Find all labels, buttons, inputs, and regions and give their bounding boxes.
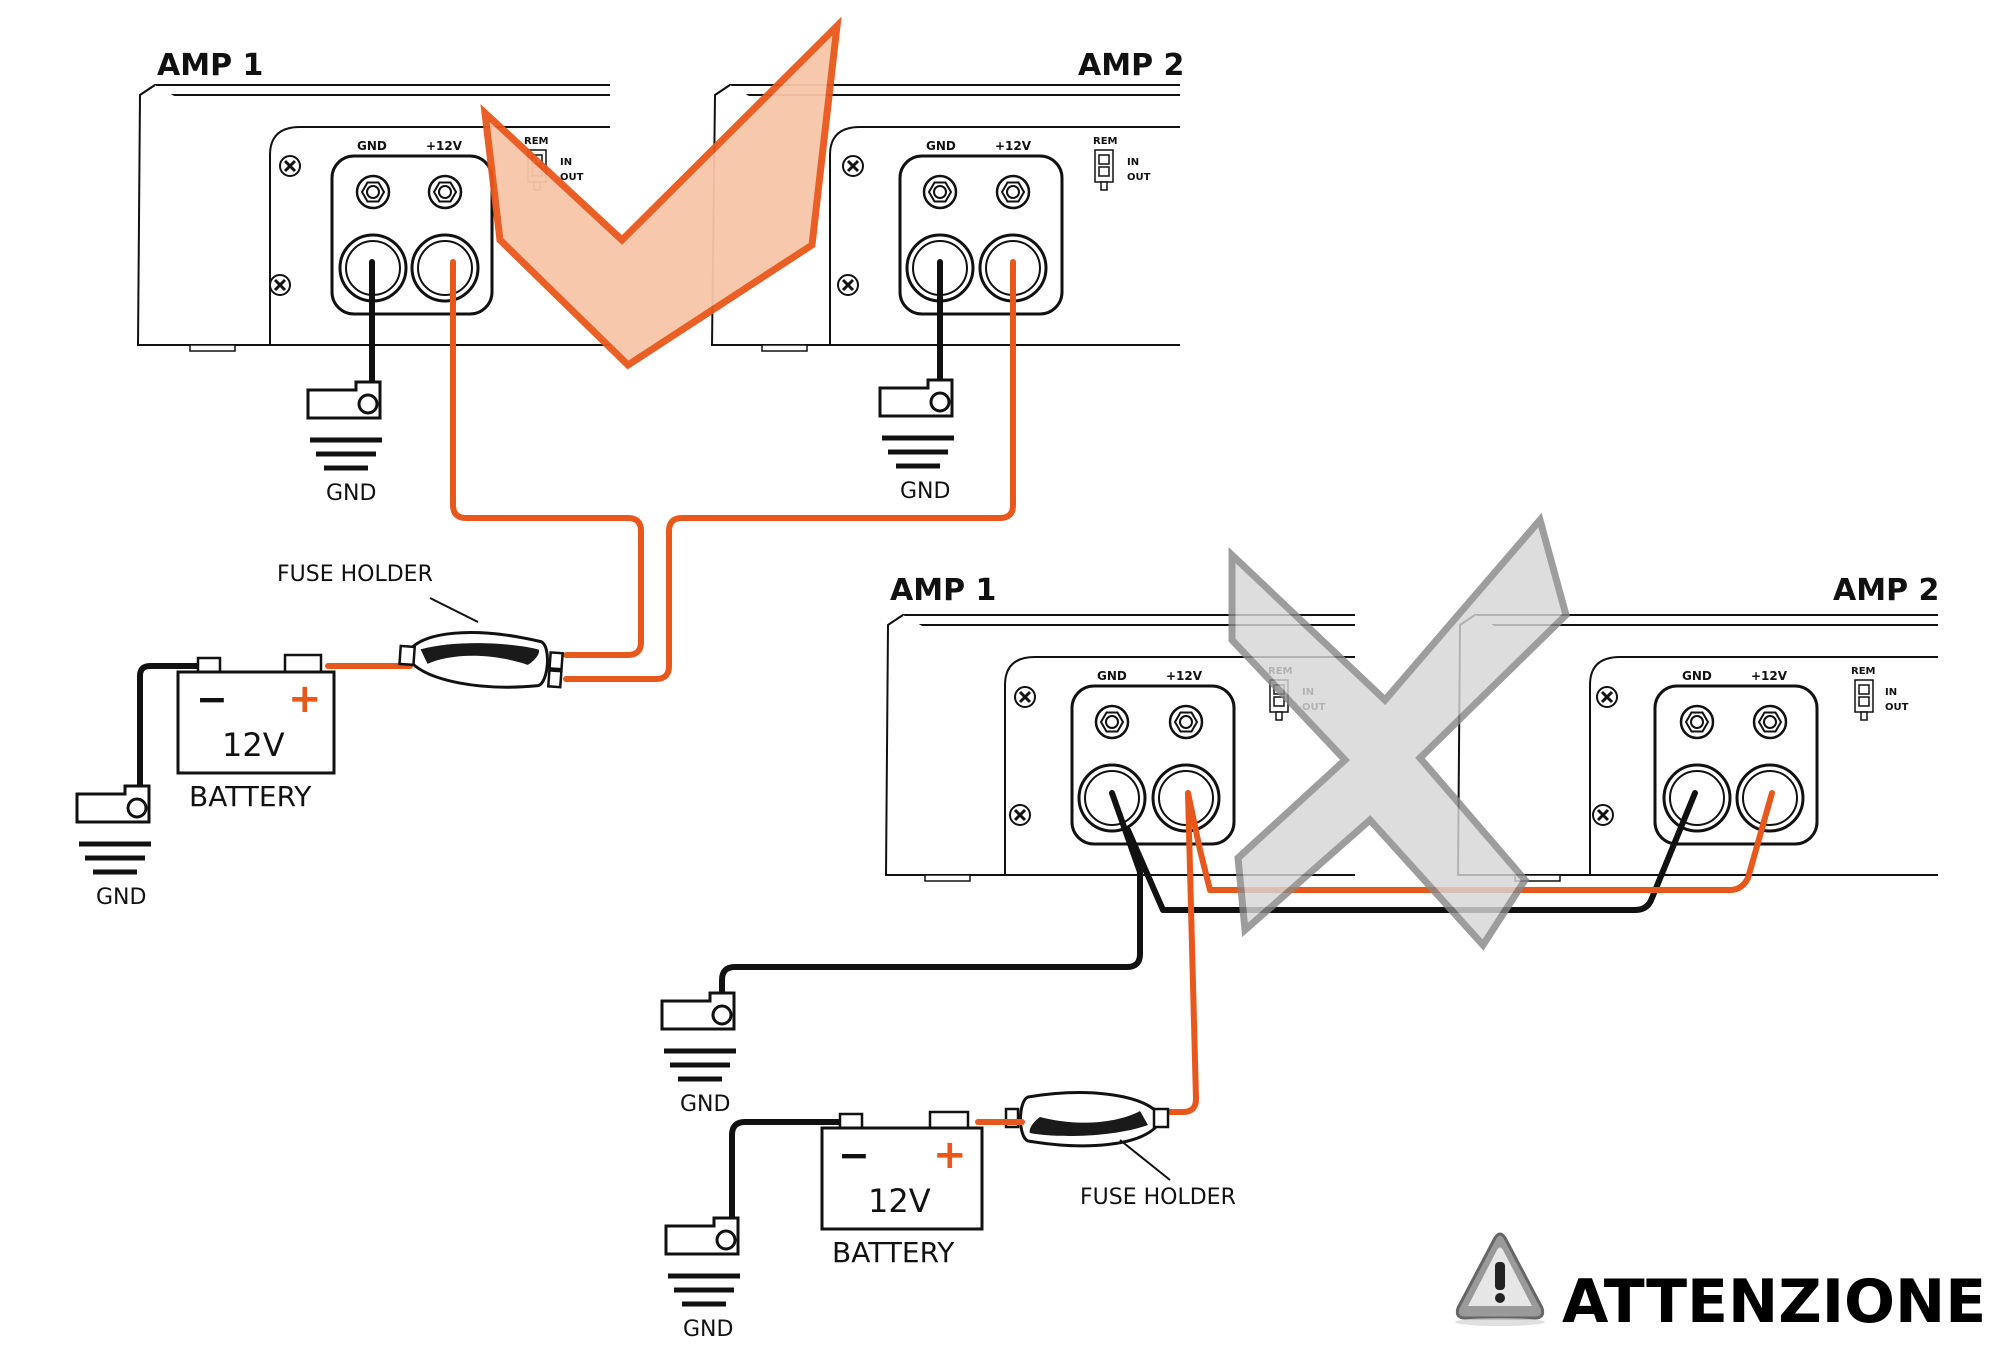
battery-minus-sign: − — [196, 677, 228, 721]
correct-check-mark — [480, 16, 842, 370]
battery-voltage: 12V — [222, 726, 285, 764]
wrong-ground-symbol-amp — [662, 993, 736, 1079]
ground-label-amp2: GND — [900, 479, 950, 504]
wrong-amp1-positive-wire — [1142, 790, 1199, 1115]
wrong-wiring-setup: AMP 1 AMP 2 GND +12V REM IN OUT GND +12V… — [662, 512, 1939, 1342]
wrong-amp2-title: AMP 2 — [1833, 573, 1939, 608]
amp2-in-label: IN — [1127, 157, 1139, 168]
amp2-12v-terminal-label: +12V — [995, 139, 1032, 153]
wrong-amp1-title: AMP 1 — [890, 573, 996, 608]
wrong-amp2-12v-terminal-label: +12V — [1751, 669, 1788, 683]
amp2-positive-wire — [563, 259, 1016, 682]
fuse-holder-label: FUSE HOLDER — [277, 562, 433, 587]
ground-symbol-amp1 — [308, 382, 382, 468]
wrong-battery-voltage: 12V — [868, 1182, 931, 1220]
wrong-amp1-12v-terminal-label: +12V — [1166, 669, 1203, 683]
amp1-gnd-terminal-label: GND — [357, 139, 387, 153]
battery-plus-sign: + — [288, 676, 322, 722]
amp1-title: AMP 1 — [157, 48, 263, 83]
warning-triangle-icon — [1455, 1232, 1545, 1326]
ground-label-amp1: GND — [326, 481, 376, 506]
wrong-amp2-rem-label: REM — [1851, 666, 1876, 677]
wrong-ground-label-battery: GND — [683, 1317, 733, 1342]
wrong-chained-positive-wire — [1185, 790, 1775, 893]
wrong-battery-label: BATTERY — [832, 1236, 955, 1269]
wrong-amp2-gnd-terminal-label: GND — [1682, 669, 1712, 683]
wrong-battery: − + 12V — [820, 1110, 984, 1231]
ground-symbol-amp2 — [880, 380, 954, 466]
wrong-amp2-body — [1456, 614, 1938, 882]
ground-symbol-battery — [77, 786, 151, 872]
battery-ground-wire — [137, 663, 200, 811]
wrong-amp1-ground-wire — [719, 790, 1143, 1008]
fuse-holder — [396, 625, 564, 693]
wrong-amp2-in-label: IN — [1885, 687, 1897, 698]
amp1-positive-wire — [450, 259, 644, 658]
wrong-fuse-holder-label: FUSE HOLDER — [1080, 1185, 1236, 1210]
battery-label: BATTERY — [189, 780, 312, 813]
wrong-amp2-out-label: OUT — [1885, 702, 1909, 713]
wrong-ground-symbol-battery — [666, 1218, 740, 1304]
amp2-title: AMP 2 — [1078, 48, 1184, 83]
wrong-battery-ground-wire — [729, 1119, 843, 1241]
ground-label-battery: GND — [96, 885, 146, 910]
amp1-in-label: IN — [560, 157, 572, 168]
warning-label: ATTENZIONE — [1562, 1267, 1986, 1337]
amp2-gnd-terminal-label: GND — [926, 139, 956, 153]
battery: − + 12V — [176, 653, 336, 775]
wrong-fuse-holder — [1004, 1091, 1170, 1148]
wrong-ground-label-amp: GND — [680, 1092, 730, 1117]
amp1-rem-label: REM — [524, 136, 549, 147]
wrong-chained-ground-wire — [1125, 790, 1698, 913]
warning-badge: ATTENZIONE — [1455, 1232, 1986, 1337]
wrong-amp1-gnd-terminal-label: GND — [1097, 669, 1127, 683]
wrong-battery-plus-sign: + — [933, 1132, 967, 1178]
correct-wiring-setup: AMP 1 AMP 2 GND +12V REM IN OUT GND +12V… — [77, 16, 1184, 910]
amp1-out-label: OUT — [560, 172, 584, 183]
amp1-12v-terminal-label: +12V — [426, 139, 463, 153]
amp2-rem-label: REM — [1093, 136, 1118, 147]
wrong-battery-minus-sign: − — [838, 1133, 870, 1177]
amp2-out-label: OUT — [1127, 172, 1151, 183]
wrong-cross-mark — [1228, 512, 1570, 951]
